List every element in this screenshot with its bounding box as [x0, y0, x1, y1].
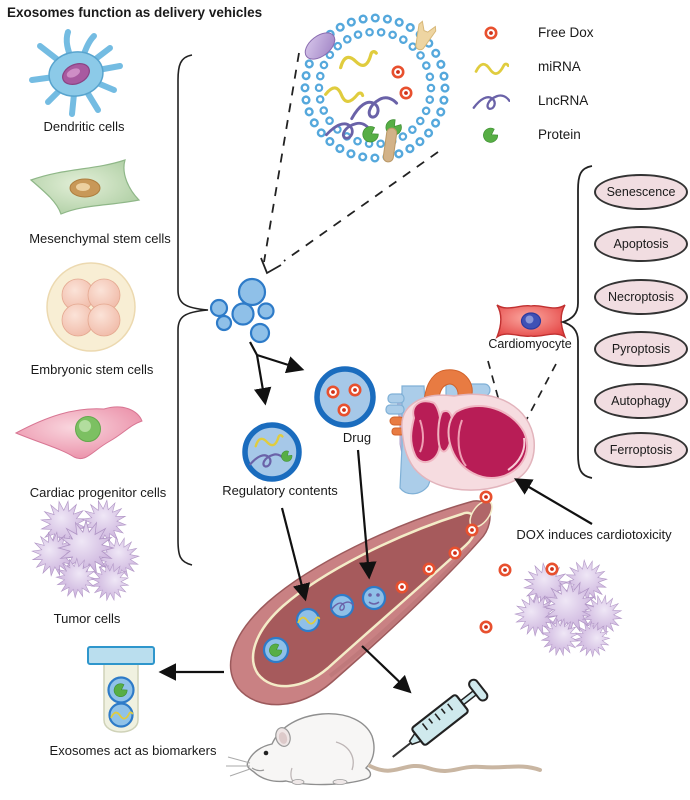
syringe-illustration — [392, 678, 489, 758]
heart-illustration — [385, 369, 535, 495]
outcome-oval-pyroptosis: Pyroptosis — [594, 331, 688, 367]
mesenchymal-cell-illustration — [29, 159, 141, 215]
cardiac-progenitor-cell-illustration — [14, 406, 143, 459]
cluster-split-arrows — [249, 341, 305, 406]
membrane-channel — [382, 127, 398, 163]
flow-arrows — [158, 449, 412, 694]
drug-exosome — [314, 366, 376, 428]
cardiomyocyte-illustration — [495, 304, 567, 339]
cardiomyocyte-label: Cardiomyocyte — [488, 337, 572, 351]
outcome-oval-necroptosis: Necroptosis — [594, 279, 688, 315]
dox-cardiotoxicity-label: DOX induces cardiotoxicity — [516, 527, 672, 542]
tumor-cells-illustration — [26, 491, 148, 604]
vessel-exosomes — [262, 585, 387, 664]
blood-vessel-illustration — [229, 490, 493, 706]
source-cells-brace — [177, 54, 209, 566]
embryonic-cells-label: Embryonic stem cells — [30, 362, 154, 377]
legend-mirna: miRNA — [538, 59, 581, 74]
protein-icon — [482, 126, 500, 144]
dox-cardiotoxicity-arrow — [513, 478, 593, 525]
outcome-oval-autophagy: Autophagy — [594, 383, 688, 419]
outcome-oval-senescence: Senescence — [594, 174, 688, 210]
zoom-projection-lines — [260, 52, 439, 275]
figure-title: Exosomes function as delivery vehicles — [7, 5, 263, 20]
legend-protein: Protein — [538, 127, 581, 142]
tumor-cells-label: Tumor cells — [53, 611, 121, 626]
exosome-cluster — [209, 277, 275, 344]
membrane-receptor — [415, 20, 437, 51]
mouse-tail — [368, 764, 542, 773]
legend-lncrna: LncRNA — [538, 93, 589, 108]
tumor-cells-right-illustration — [479, 551, 630, 662]
legend-free-dox: Free Dox — [538, 25, 594, 40]
membrane-protein-ellipse — [304, 32, 336, 60]
mesenchymal-cells-label: Mesenchymal stem cells — [29, 231, 171, 246]
biomarkers-label: Exosomes act as biomarkers — [49, 743, 217, 758]
outcome-oval-ferroptosis: Ferroptosis — [594, 432, 688, 468]
test-tube-illustration — [87, 646, 155, 733]
exosome-zoom-illustration — [300, 13, 450, 163]
dendritic-cell-illustration — [29, 29, 123, 117]
mouse-illustration — [226, 713, 542, 786]
embryonic-cell-illustration — [46, 262, 136, 352]
regulatory-exosome — [242, 422, 302, 482]
dendritic-cells-label: Dendritic cells — [43, 119, 125, 134]
cardiac-progenitor-cells-label: Cardiac progenitor cells — [29, 485, 167, 500]
outcomes-brace — [560, 165, 593, 479]
drug-label: Drug — [342, 430, 372, 445]
mirna-icon — [474, 62, 509, 75]
regulatory-contents-label: Regulatory contents — [222, 483, 338, 498]
outcome-oval-apoptosis: Apoptosis — [594, 226, 688, 262]
dox-icon — [484, 26, 498, 40]
lncrna-icon — [472, 94, 510, 111]
